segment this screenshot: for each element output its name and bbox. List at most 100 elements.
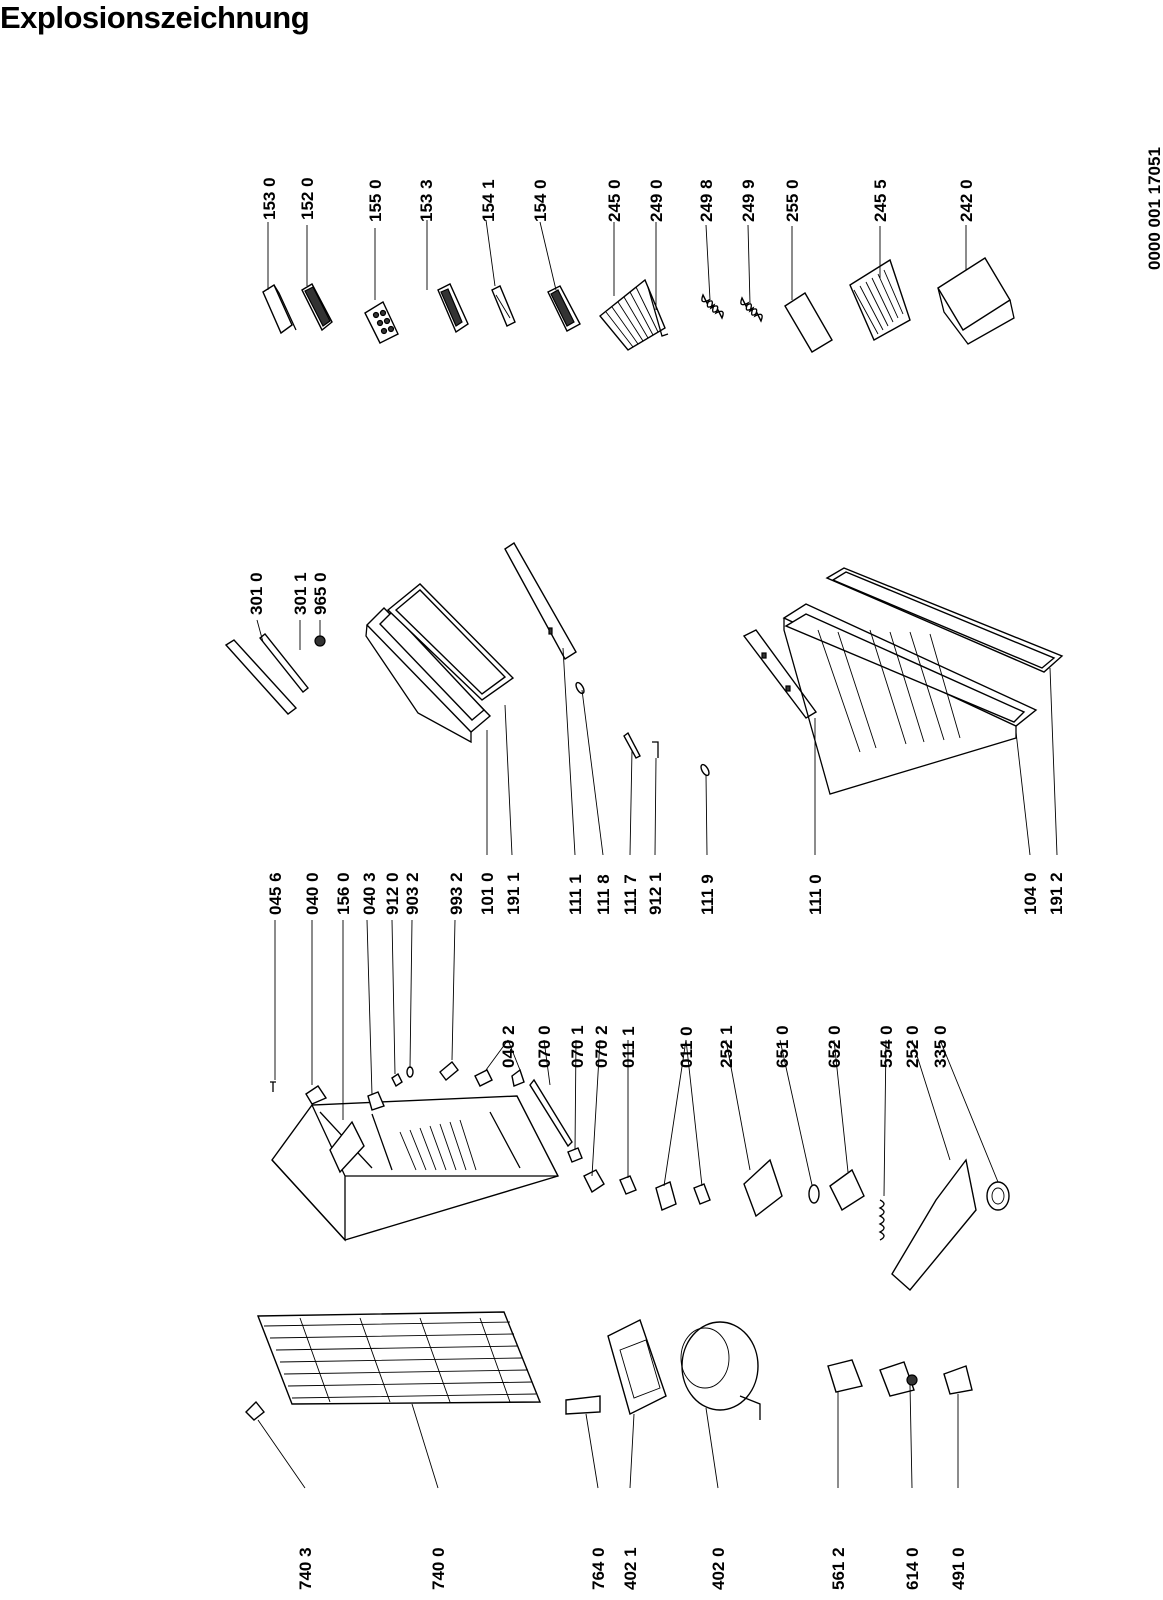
cover-491-0 [943, 1365, 973, 1395]
part-label-111-0: 111 0 [806, 874, 825, 915]
foot-040-2 [474, 1068, 525, 1087]
part-label-912-1: 912 1 [646, 872, 665, 915]
part-label-249-0: 249 0 [647, 179, 666, 222]
part-label-154-1: 154 1 [479, 179, 498, 222]
part-label-153-3: 153 3 [417, 179, 436, 222]
part-label-301-1: 301 1 [291, 572, 310, 615]
part-label-252-0: 252 0 [903, 1025, 922, 1068]
part-label-111-9: 111 9 [698, 874, 717, 915]
wire-shelf-245-0 [599, 278, 666, 351]
door-shelf-153-0 [262, 283, 297, 335]
part-label-252-1: 252 1 [717, 1025, 736, 1068]
part-label-912-0: 912 0 [383, 872, 402, 915]
cover-402-1 [607, 1319, 667, 1416]
compressor-402-0 [680, 1321, 761, 1420]
part-label-740-0: 740 0 [429, 1547, 448, 1590]
part-label-561-2: 561 2 [829, 1547, 848, 1590]
part-label-491-0: 491 0 [949, 1547, 968, 1590]
part-label-154-0: 154 0 [531, 179, 550, 222]
screw-111-8 [575, 681, 585, 695]
cap-965-0 [314, 635, 326, 647]
lamp-holder-651-0 [808, 1184, 820, 1204]
foot-011-1 [619, 1175, 637, 1195]
support-249-0 [647, 286, 669, 337]
part-label-245-5: 245 5 [871, 179, 890, 222]
part-label-255-0: 255 0 [783, 179, 802, 222]
part-label-040-2: 040 2 [499, 1025, 518, 1068]
switch-040-3 [367, 1091, 385, 1111]
dryer-764-0 [565, 1395, 601, 1415]
part-label-040-0: 040 0 [303, 872, 322, 915]
part-label-111-1: 111 1 [566, 874, 585, 915]
thermostat-knob-993-2 [439, 1060, 459, 1082]
refrigerator-door-104-0 [782, 603, 1038, 795]
part-label-740-3: 740 3 [296, 1547, 315, 1590]
part-label-045-6: 045 6 [266, 872, 285, 915]
part-label-245-0: 245 0 [605, 179, 624, 222]
part-label-111-7: 111 7 [621, 874, 640, 915]
part-label-156-0: 156 0 [334, 872, 353, 915]
capillary-554-0 [878, 1199, 885, 1241]
relay-561-2 [827, 1359, 863, 1393]
clip-740-3 [245, 1400, 265, 1421]
crisper-245-5 [849, 258, 911, 341]
part-label-402-1: 402 1 [621, 1547, 640, 1590]
glass-plate-255-0 [784, 292, 833, 353]
hinge-111-0 [742, 629, 818, 719]
part-label-070-2: 070 2 [592, 1025, 611, 1068]
washer-111-9 [700, 763, 710, 777]
part-label-402-0: 402 0 [709, 1547, 728, 1590]
part-label-554-0: 554 0 [877, 1025, 896, 1068]
part-label-104-0: 104 0 [1021, 872, 1040, 915]
condenser-740-0 [256, 1311, 542, 1405]
leader-lines [256, 219, 1058, 1489]
vegetable-drawer-242-0 [937, 257, 1015, 345]
bulb-903-2 [406, 1066, 414, 1078]
bracket-070-1 [567, 1147, 583, 1163]
freezer-door-101-0 [365, 607, 492, 744]
door-shelf-152-0 [301, 283, 333, 332]
egg-tray-155-0 [364, 300, 399, 344]
part-label-335-0: 335 0 [931, 1025, 950, 1068]
bottle-holder-249-9 [740, 296, 763, 323]
part-label-101-0: 101 0 [478, 872, 497, 915]
knob-335-0 [986, 1181, 1010, 1211]
thermostat-652-0 [829, 1168, 865, 1212]
part-label-011-1: 011 1 [619, 1026, 638, 1068]
part-label-764-0: 764 0 [589, 1547, 608, 1590]
lamp-912-0 [391, 1072, 403, 1088]
part-label-903-2: 903 2 [403, 872, 422, 915]
part-label-651-0: 651 0 [773, 1025, 792, 1068]
door-shelf-153-3 [437, 283, 469, 334]
part-label-614-0: 614 0 [903, 1547, 922, 1590]
handle-strip-301-1 [259, 633, 309, 693]
rail-070-0 [529, 1078, 573, 1148]
part-label-070-1: 070 1 [568, 1025, 587, 1068]
part-label-040-3: 040 3 [360, 872, 379, 915]
page-title: Explosionszeichnung [0, 0, 310, 35]
part-label-249-8: 249 8 [697, 179, 716, 222]
part-label-070-0: 070 0 [535, 1025, 554, 1068]
cabinet-body [271, 1095, 560, 1242]
part-label-011-0: 011 0 [677, 1026, 696, 1068]
pin-912-1 [652, 741, 659, 758]
part-label-993-2: 993 2 [447, 872, 466, 915]
part-label-153-0: 153 0 [260, 177, 279, 220]
part-label-242-0: 242 0 [957, 179, 976, 222]
control-panel-252-0 [891, 1158, 977, 1292]
bracket-070-2 [583, 1169, 605, 1194]
bottle-holder-249-8 [701, 293, 724, 320]
bracket-252-1 [743, 1158, 783, 1218]
part-label-301-0: 301 0 [247, 572, 266, 615]
part-label-155-0: 155 0 [366, 179, 385, 222]
gasket-191-1 [386, 583, 515, 701]
adjustable-foot-011-0 [655, 1181, 711, 1211]
document-number: 0000 001 17051 [1145, 147, 1163, 270]
part-label-191-2: 191 2 [1047, 872, 1066, 915]
shelf-strip-154-1 [491, 285, 516, 327]
hinge-cover-111-1 [504, 542, 577, 660]
door-shelf-154-0 [547, 285, 581, 332]
part-label-249-9: 249 9 [739, 179, 758, 222]
